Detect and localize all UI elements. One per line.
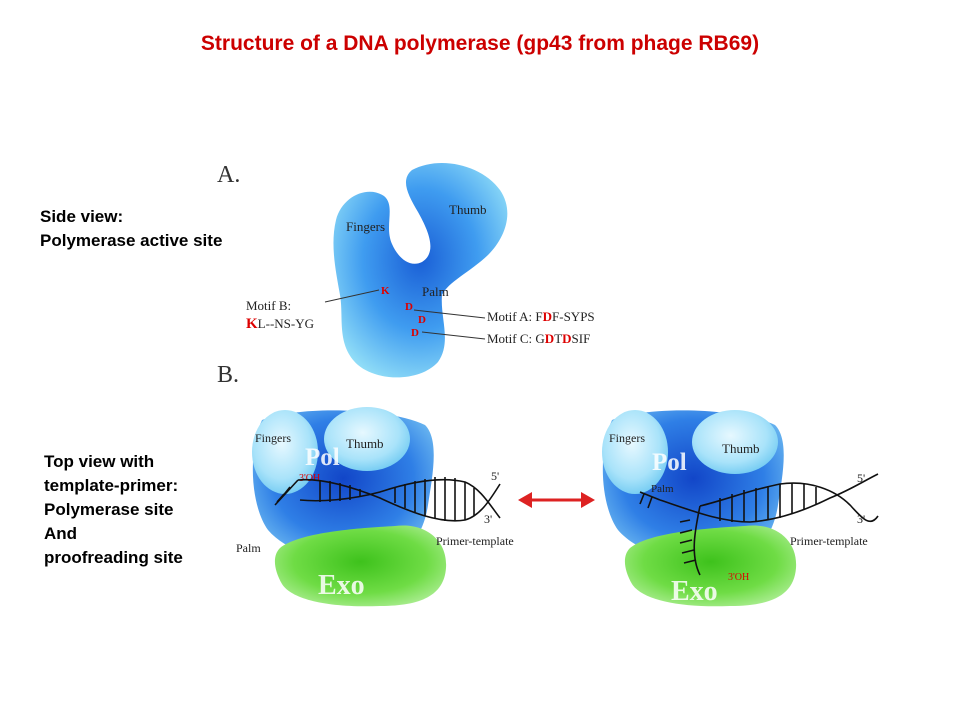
left-thumb-domain xyxy=(324,407,410,471)
left-exo-domain xyxy=(274,525,447,607)
left-thumb-label: Thumb xyxy=(346,436,384,451)
polymerase-side-view-shape xyxy=(333,162,508,378)
motif-b-title: Motif B: xyxy=(246,298,291,313)
motif-c-pointer xyxy=(421,331,486,340)
slide-title: Structure of a DNA polymerase (gp43 from… xyxy=(200,32,760,55)
left-complex: Fingers Pol Thumb 3'OH Palm Exo xyxy=(236,407,514,607)
motif-a-sequence: Motif A: FDF-SYPS xyxy=(487,309,595,324)
left-3prime-label: 3' xyxy=(484,512,492,526)
right-dna-helix xyxy=(639,473,879,576)
top-caption-line-5: proofreading site xyxy=(44,548,183,567)
right-complex: Fingers Pol Thumb Palm Exo 5' xyxy=(602,410,879,607)
right-exo-domain xyxy=(624,525,797,607)
top-view-caption: Top view with template-primer: Polymeras… xyxy=(44,450,183,570)
palm-label-a: Palm xyxy=(422,284,449,299)
residue-d-3: D xyxy=(411,327,419,339)
right-primer-template-label: Primer-template xyxy=(790,534,868,548)
right-palm-label: Palm xyxy=(651,483,674,495)
residue-d-1: D xyxy=(405,301,413,313)
side-view-caption: Side view: Polymerase active site xyxy=(40,205,222,253)
left-3oh-label: 3'OH xyxy=(299,473,320,484)
top-caption-line-1: Top view with xyxy=(44,452,155,471)
right-3oh-label: 3'OH xyxy=(728,572,749,583)
right-3prime-label: 3' xyxy=(857,512,865,526)
left-palm-label: Palm xyxy=(236,541,261,555)
panel-b-label: B. xyxy=(217,362,239,388)
left-fingers-domain xyxy=(252,410,318,494)
right-fingers-domain xyxy=(602,410,668,494)
side-caption-line-1: Side view: xyxy=(40,207,124,226)
left-dna-helix xyxy=(274,477,501,522)
right-thumb-label: Thumb xyxy=(722,441,760,456)
left-exo-label: Exo xyxy=(318,570,365,601)
left-fingers-label: Fingers xyxy=(255,431,291,445)
residue-k: K xyxy=(381,285,390,297)
top-caption-line-4: And xyxy=(44,524,78,543)
thumb-label-a: Thumb xyxy=(449,202,487,217)
conformation-switch-arrow xyxy=(518,492,595,508)
right-pol-label: Pol xyxy=(652,449,687,476)
motif-c-sequence: Motif C: GDTDSIF xyxy=(487,331,590,346)
right-5prime-label: 5' xyxy=(857,471,865,485)
right-fingers-label: Fingers xyxy=(609,431,645,445)
top-caption-line-3: Polymerase site xyxy=(44,500,174,519)
right-thumb-domain xyxy=(692,410,778,474)
right-exo-label: Exo xyxy=(671,576,718,607)
side-caption-line-2: Polymerase active site xyxy=(40,231,223,250)
left-pol-label: Pol xyxy=(305,444,340,471)
top-caption-line-2: template-primer: xyxy=(44,476,179,495)
motif-b-pointer xyxy=(324,289,380,303)
panel-a-label: A. xyxy=(217,162,240,188)
residue-d-2: D xyxy=(418,314,426,326)
motif-a-pointer xyxy=(413,309,486,319)
motif-b-sequence: KL--NS-YG xyxy=(246,316,314,332)
left-primer-template-label: Primer-template xyxy=(436,534,514,548)
fingers-label-a: Fingers xyxy=(346,219,385,234)
left-5prime-label: 5' xyxy=(491,469,499,483)
